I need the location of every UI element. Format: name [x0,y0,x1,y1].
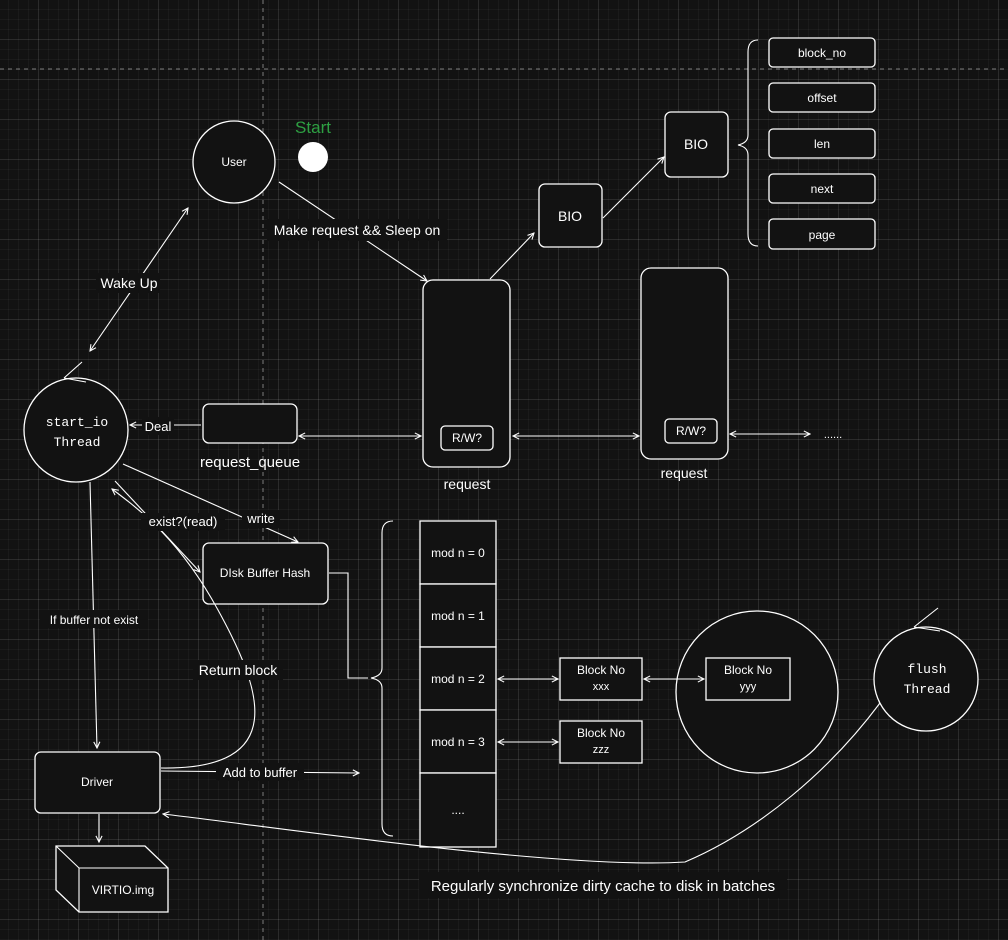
request-2-label: request [661,465,708,481]
block-yyy-title: Block No [724,663,772,677]
exist-read-label-bg [141,513,225,531]
buffer-not-exist-label-bg [40,610,148,628]
user-node[interactable] [192,120,276,204]
hash-bucket-1-label: mod n = 1 [431,609,485,623]
return-block-label-bg [193,660,283,680]
add-to-buffer-label-bg [216,763,304,781]
request-node-1[interactable] [422,279,511,468]
rw-flag-2[interactable] [664,418,718,444]
flush-thread-label: Thread [904,682,951,697]
start-io-thread-label: Thread [54,435,101,450]
disk-buffer-hash-node[interactable] [202,542,329,605]
bio-field-next[interactable] [768,173,876,204]
thread-cycle-marker [63,361,87,383]
user-label: User [221,155,246,169]
buffer-not-exist-label: If buffer not exist [50,613,139,627]
bio-field-offset[interactable] [768,82,876,113]
block-xxx-title: Block No [577,663,625,677]
wake-up-label-bg [96,273,160,293]
block-zzz-title: Block No [577,726,625,740]
bio-1-label: BIO [558,208,582,224]
deal-label-bg [142,417,174,435]
bio-field-len[interactable] [768,128,876,159]
virtio-image-node[interactable] [55,845,169,913]
deal-label: Deal [145,419,172,434]
write-label: write [246,511,274,526]
bio-field-page[interactable] [768,218,876,250]
bio-fields-brace [737,39,759,247]
write-label-bg [242,510,280,528]
hash-bucket-more[interactable] [419,772,497,848]
hash-bucket-0-label: mod n = 0 [431,546,485,560]
rw-flag-1[interactable] [440,425,494,451]
request-1-label: request [444,476,491,492]
bio-to-bio-arrow [602,157,664,219]
bio-field-offset-label: offset [807,91,837,105]
hash-bucket-2-label: mod n = 2 [431,672,485,686]
bio-field-block-no-label: block_no [798,46,846,60]
block-yyy-node[interactable] [705,657,791,701]
bio-field-len-label: len [814,137,830,151]
request-to-bio-arrow [489,233,534,280]
make-request-label-bg [267,219,447,241]
write-arrow [122,463,298,542]
request-queue-label: request_queue [200,454,300,471]
rw-flag-2-label: R/W? [676,424,706,438]
make-request-label: Make request && Sleep on [274,222,441,238]
bio-field-page-label: page [809,228,836,242]
block-xxx-id: xxx [593,681,610,693]
block-zzz-id: zzz [593,744,610,756]
bio-field-block-no[interactable] [768,37,876,68]
sync-label: Regularly synchronize dirty cache to dis… [431,878,775,895]
hash-bucket-2[interactable] [419,646,497,711]
virtio-cube-edges [55,845,168,912]
hash-bucket-3-label: mod n = 3 [431,735,485,749]
bio-node-2[interactable] [664,111,729,178]
rw-flag-1-label: R/W? [452,431,482,445]
return-block-label: Return block [199,662,279,678]
hash-to-table-connector [329,572,368,679]
add-to-buffer-label: Add to buffer [223,765,298,780]
hash-bucket-more-label: .... [451,803,464,817]
block-zzz-node[interactable] [559,720,643,764]
sync-label-bg [419,872,787,898]
bio-node-1[interactable] [538,183,603,248]
flush-thread-node[interactable] [873,626,979,732]
flush-cycle-marker [913,607,941,632]
bio-field-next-label: next [811,182,834,196]
block-xxx-node[interactable] [559,657,643,701]
request-queue-node[interactable] [202,403,298,444]
block-yyy-id: yyy [740,681,757,693]
virtio-label: VIRTIO.img [92,883,154,897]
driver-node[interactable] [34,751,161,814]
request-node-2[interactable] [640,267,729,460]
hash-table-brace [370,520,394,837]
start-node[interactable] [298,142,328,172]
more-requests-ellipsis: ...... [824,429,842,441]
start-label: Start [295,118,331,137]
disk-buffer-hash-label: DIsk Buffer Hash [220,566,310,580]
sync-arrow [163,702,881,864]
driver-label: Driver [81,775,113,789]
wake-up-label: Wake Up [100,275,157,291]
flush-label: flush [907,662,946,677]
hash-bucket-3[interactable] [419,709,497,774]
start-io-thread-node[interactable] [23,377,129,483]
start-io-label: start_io [46,415,108,430]
exist-read-label: exist?(read) [149,514,218,529]
bio-2-label: BIO [684,136,708,152]
hash-bucket-0[interactable] [419,520,497,585]
